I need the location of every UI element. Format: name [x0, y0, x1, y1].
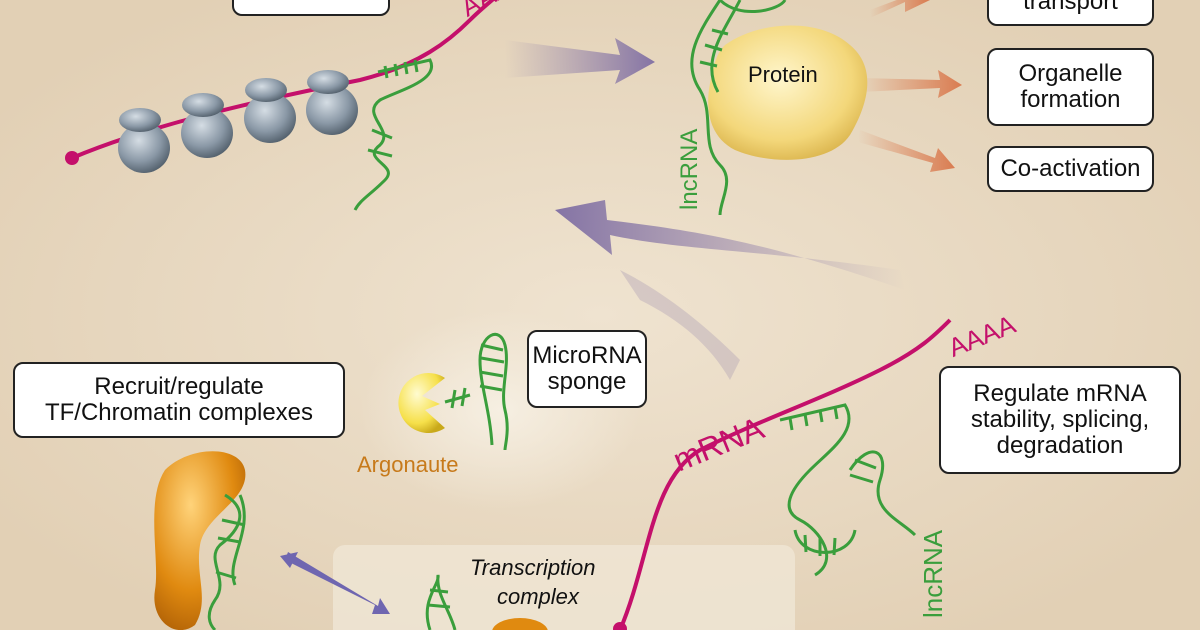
lncrna-mrna-bound — [779, 403, 917, 577]
organelle-formation-box: Organelle formation — [987, 48, 1154, 126]
ribosomes — [118, 70, 358, 173]
arrow-to-transport — [870, 0, 930, 18]
recruit-regulate-line-1: Recruit/regulate — [94, 373, 264, 400]
transcription-complex-label-1: Transcription — [470, 555, 596, 580]
co-activation-box: Co-activation — [987, 146, 1154, 192]
mrna-bottom-strand — [618, 318, 952, 630]
ribosome-2 — [181, 93, 233, 158]
lncrna-protein-bound — [690, 0, 787, 216]
recruit-regulate-line-2: TF/Chromatin complexes — [44, 399, 314, 426]
recruit-regulate-box: Recruit/regulate TF/Chromatin complexes — [13, 362, 345, 438]
transport-text: transport — [1023, 0, 1118, 15]
mrna-5prime-cap-bottom — [613, 622, 627, 630]
transport-box-right: transport — [987, 0, 1154, 26]
co-activation-text: Co-activation — [1000, 155, 1141, 182]
regulate-mrna-line-1: Regulate mRNA — [973, 380, 1147, 407]
arrow-to-coactivation — [858, 130, 955, 172]
microrna-sponge-line-2: sponge — [547, 368, 627, 395]
organelle-formation-line-2: formation — [1020, 86, 1121, 113]
lncrna-tf-bound — [207, 493, 246, 630]
lncrna-ribosome-bound — [353, 58, 434, 211]
lncrna-transcription — [425, 574, 457, 630]
regulate-mrna-line-3: degradation — [996, 432, 1124, 459]
ribosome-1 — [118, 108, 170, 173]
microrna-sponge-box: MicroRNA sponge — [527, 330, 647, 408]
arrow-to-organelle — [860, 70, 962, 98]
arrow-ribosome-to-protein — [505, 38, 655, 84]
protein-shape — [708, 25, 868, 160]
microrna-sponge-line-1: MicroRNA — [532, 342, 642, 369]
regulate-mrna-line-2: stability, splicing, — [970, 406, 1150, 433]
organelle-formation-line-1: Organelle — [1018, 60, 1123, 87]
lncrna-label-bottom: lncRNA — [918, 529, 948, 618]
lncrna-label-top: lncRNA — [676, 128, 703, 210]
transcription-protein — [492, 618, 548, 630]
protein-label: Protein — [748, 62, 818, 87]
arrow-fan — [620, 270, 740, 380]
double-arrow — [280, 552, 390, 614]
mrna-top-strand — [71, 0, 496, 160]
transcription-complex-label-2: complex — [497, 584, 579, 609]
argonaute-label: Argonaute — [357, 452, 459, 477]
ribosome-3 — [244, 78, 296, 143]
regulate-mrna-box: Regulate mRNA stability, splicing, degra… — [939, 366, 1181, 474]
ribosome-4 — [306, 70, 358, 135]
tf-protein-shape — [154, 451, 246, 630]
transport-box — [232, 0, 390, 16]
transcription-panel — [333, 545, 795, 630]
microrna-sponge-lncrna — [444, 332, 509, 451]
argonaute-shape — [398, 373, 445, 434]
arrow-mrna-to-protein — [555, 200, 905, 290]
mrna-5prime-cap-top — [65, 151, 79, 165]
